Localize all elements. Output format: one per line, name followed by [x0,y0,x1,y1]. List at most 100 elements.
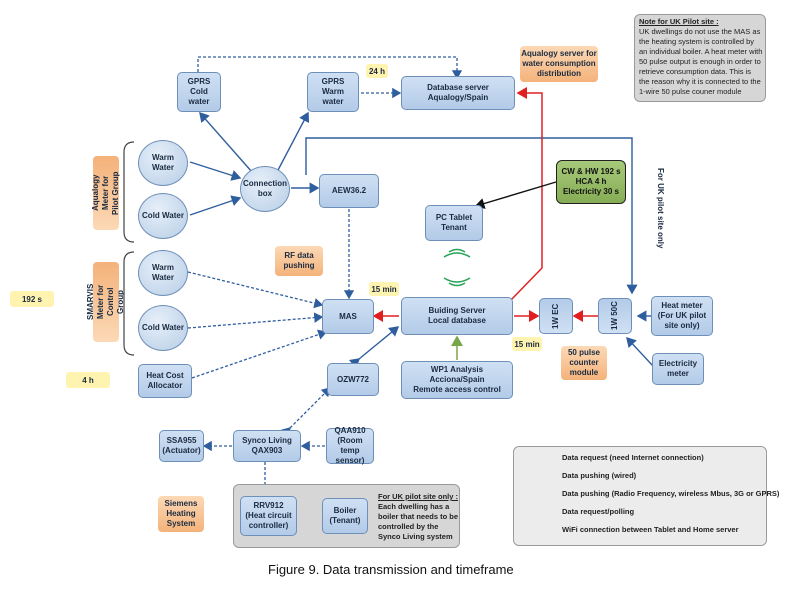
legend-item-request: Data request (need Internet connection) [562,453,704,462]
gprs-cold-water-node[interactable]: GPRS Cold water [177,72,221,112]
boiler-label: Boiler (Tenant) [329,506,361,525]
conn-to-gprs-warm [276,111,310,173]
timeframe-summary-box: CW & HW 192 s HCA 4 h Electricity 30 s [556,160,626,204]
ozw-node[interactable]: OZW772 [327,363,379,396]
uk-note-body: UK dwellings do not use the MAS as the h… [639,27,763,96]
electricity-meter-label: Electricity meter [658,359,698,378]
aqualogy-group-label: Aqualogy Meter for Pilot Group [91,171,120,215]
conn-to-gprs-cold [199,111,253,173]
warm-water-2-label: Warm Water [152,263,174,282]
cold-water-2-label: Cold Water [142,323,184,332]
uk-boiler-note-body: Each dwelling has a boiler that needs to… [378,502,459,541]
timeframe-192s: 192 s [10,291,54,307]
legend-item-polling: Data request/polling [562,507,634,516]
rrv-controller-node[interactable]: RRV912 (Heat circuit controller) [240,496,297,536]
rf-pushing-callout: RF data pushing [275,246,323,276]
legend-wired-label: Data pushing (wired) [562,471,637,480]
smarvis-group-label: SMARVIS Meter for Control Group [86,283,125,321]
cold-water-meter-pilot[interactable]: Cold Water [138,193,188,239]
gprs-warm-water-node[interactable]: GPRS Warm water [307,72,359,112]
heat-cost-allocator-node[interactable]: Heat Cost Allocator [138,364,192,398]
uk-note: Note for UK Pilot site : UK dwellings do… [639,17,763,97]
heat-meter-node[interactable]: Heat meter (For UK pilot site only) [651,296,713,336]
cold2-to-mas [187,312,324,329]
one-wire-ec-node[interactable]: 1W EC [539,298,573,334]
electricity-link [626,336,654,367]
timeframe-15min-a: 15 min [369,282,399,296]
ozw-server-link [348,326,400,369]
timeframe-summary-label: CW & HW 192 s HCA 4 h Electricity 30 s [561,167,621,196]
uk-only-label: For UK pilot site only [656,168,665,249]
qaa-sensor-node[interactable]: QAA910 (Room temp sensor) [326,426,374,465]
cold-water-meter-control[interactable]: Cold Water [138,305,188,351]
pulse-module-callout: 50 pulse counter module [561,346,607,380]
heat-cost-label: Heat Cost Allocator [146,371,184,390]
legend-item-rf: Data pushing (Radio Frequency, wireless … [562,489,779,498]
siemens-label: Siemens Heating System [164,499,198,528]
warm2-to-mas [187,271,324,309]
uk-note-box [634,14,766,102]
db-server-label: Database server Aqualogy/Spain [427,83,489,102]
warm-to-conn [189,161,242,181]
boiler-node[interactable]: Boiler (Tenant) [322,498,368,534]
timeframe-24h: 24 h [366,64,388,78]
building-server-label: Buiding Server Local database [428,306,486,325]
timeframe-15min-b: 15 min [512,337,542,351]
soc-1w-label: 1W 50C [610,301,619,331]
synco-ozw-link [280,387,331,438]
uk-only-line-label: For UK pilot site only [656,168,665,248]
hca-to-mas [191,329,328,379]
gprs-cold-label: GPRS Cold water [187,77,211,106]
aqualogy-server-callout: Aqualogy server for water consumption di… [520,46,598,82]
ozw-label: OZW772 [336,374,369,384]
mas-node[interactable]: MAS [322,299,374,334]
pilot-group-bracket [123,141,135,243]
ec-1w-label: 1W EC [551,303,560,329]
control-group-bracket [123,251,135,356]
rf-pushing-label: RF data pushing [283,251,315,270]
pc-tablet-node[interactable]: PC Tablet Tenant [425,205,483,241]
t-24h-label: 24 h [368,66,385,76]
warm-water-meter-pilot[interactable]: Warm Water [138,140,188,186]
rrv-label: RRV912 (Heat circuit controller) [245,501,292,530]
t-4h-label: 4 h [82,375,94,385]
t-192s-label: 192 s [21,294,43,304]
legend-box [513,446,767,546]
wifi-icon [443,248,471,287]
connection-box-label: Connection box [243,179,287,198]
siemens-heating-callout: Siemens Heating System [158,496,204,532]
smarvis-group-label-box: SMARVIS Meter for Control Group [86,262,125,342]
t-15min-b-label: 15 min [514,339,540,349]
electricity-meter-node[interactable]: Electricity meter [652,353,704,385]
warm-water-1-label: Warm Water [152,153,174,172]
figure-caption: Figure 9. Data transmission and timefram… [268,562,514,577]
legend-request-label: Data request (need Internet connection) [562,453,704,462]
mas-label: MAS [339,311,357,321]
cold-to-conn [189,195,242,216]
uk-boiler-note-title: For UK pilot site only : [378,492,458,501]
synco-living-node[interactable]: Synco Living QAX903 [233,430,301,462]
gprs-cold-link [197,56,463,80]
aew-label: AEW36.2 [331,186,367,195]
building-server-node[interactable]: Buiding Server Local database [401,297,513,335]
warm-water-meter-control[interactable]: Warm Water [138,250,188,296]
legend-item-wired: Data pushing (wired) [562,471,636,480]
one-wire-50c-node[interactable]: 1W 50C [598,298,632,334]
ssa-actuator-node[interactable]: SSA955 (Actuator) [159,430,204,462]
legend-item-wifi: WiFi connection between Tablet and Home … [562,525,739,534]
synco-label: Synco Living QAX903 [242,436,292,455]
legend-polling-label: Data request/polling [562,507,635,516]
heat-meter-label: Heat meter (For UK pilot site only) [657,301,707,330]
database-server-node[interactable]: Database server Aqualogy/Spain [401,76,515,110]
server-to-db-poll [510,87,543,301]
connection-box-node[interactable]: Connection box [240,166,290,212]
legend-wifi-label: WiFi connection between Tablet and Home … [562,525,739,534]
wp1-analysis-node[interactable]: WP1 Analysis Acciona/Spain Remote access… [401,361,513,399]
caption-text: Figure 9. Data transmission and timefram… [268,562,514,577]
aew-node[interactable]: AEW36.2 [319,174,379,208]
t-15min-a-label: 15 min [371,284,397,294]
uk-note-title: Note for UK Pilot site : [639,17,719,26]
gprs-warm-label: GPRS Warm water [321,77,345,106]
